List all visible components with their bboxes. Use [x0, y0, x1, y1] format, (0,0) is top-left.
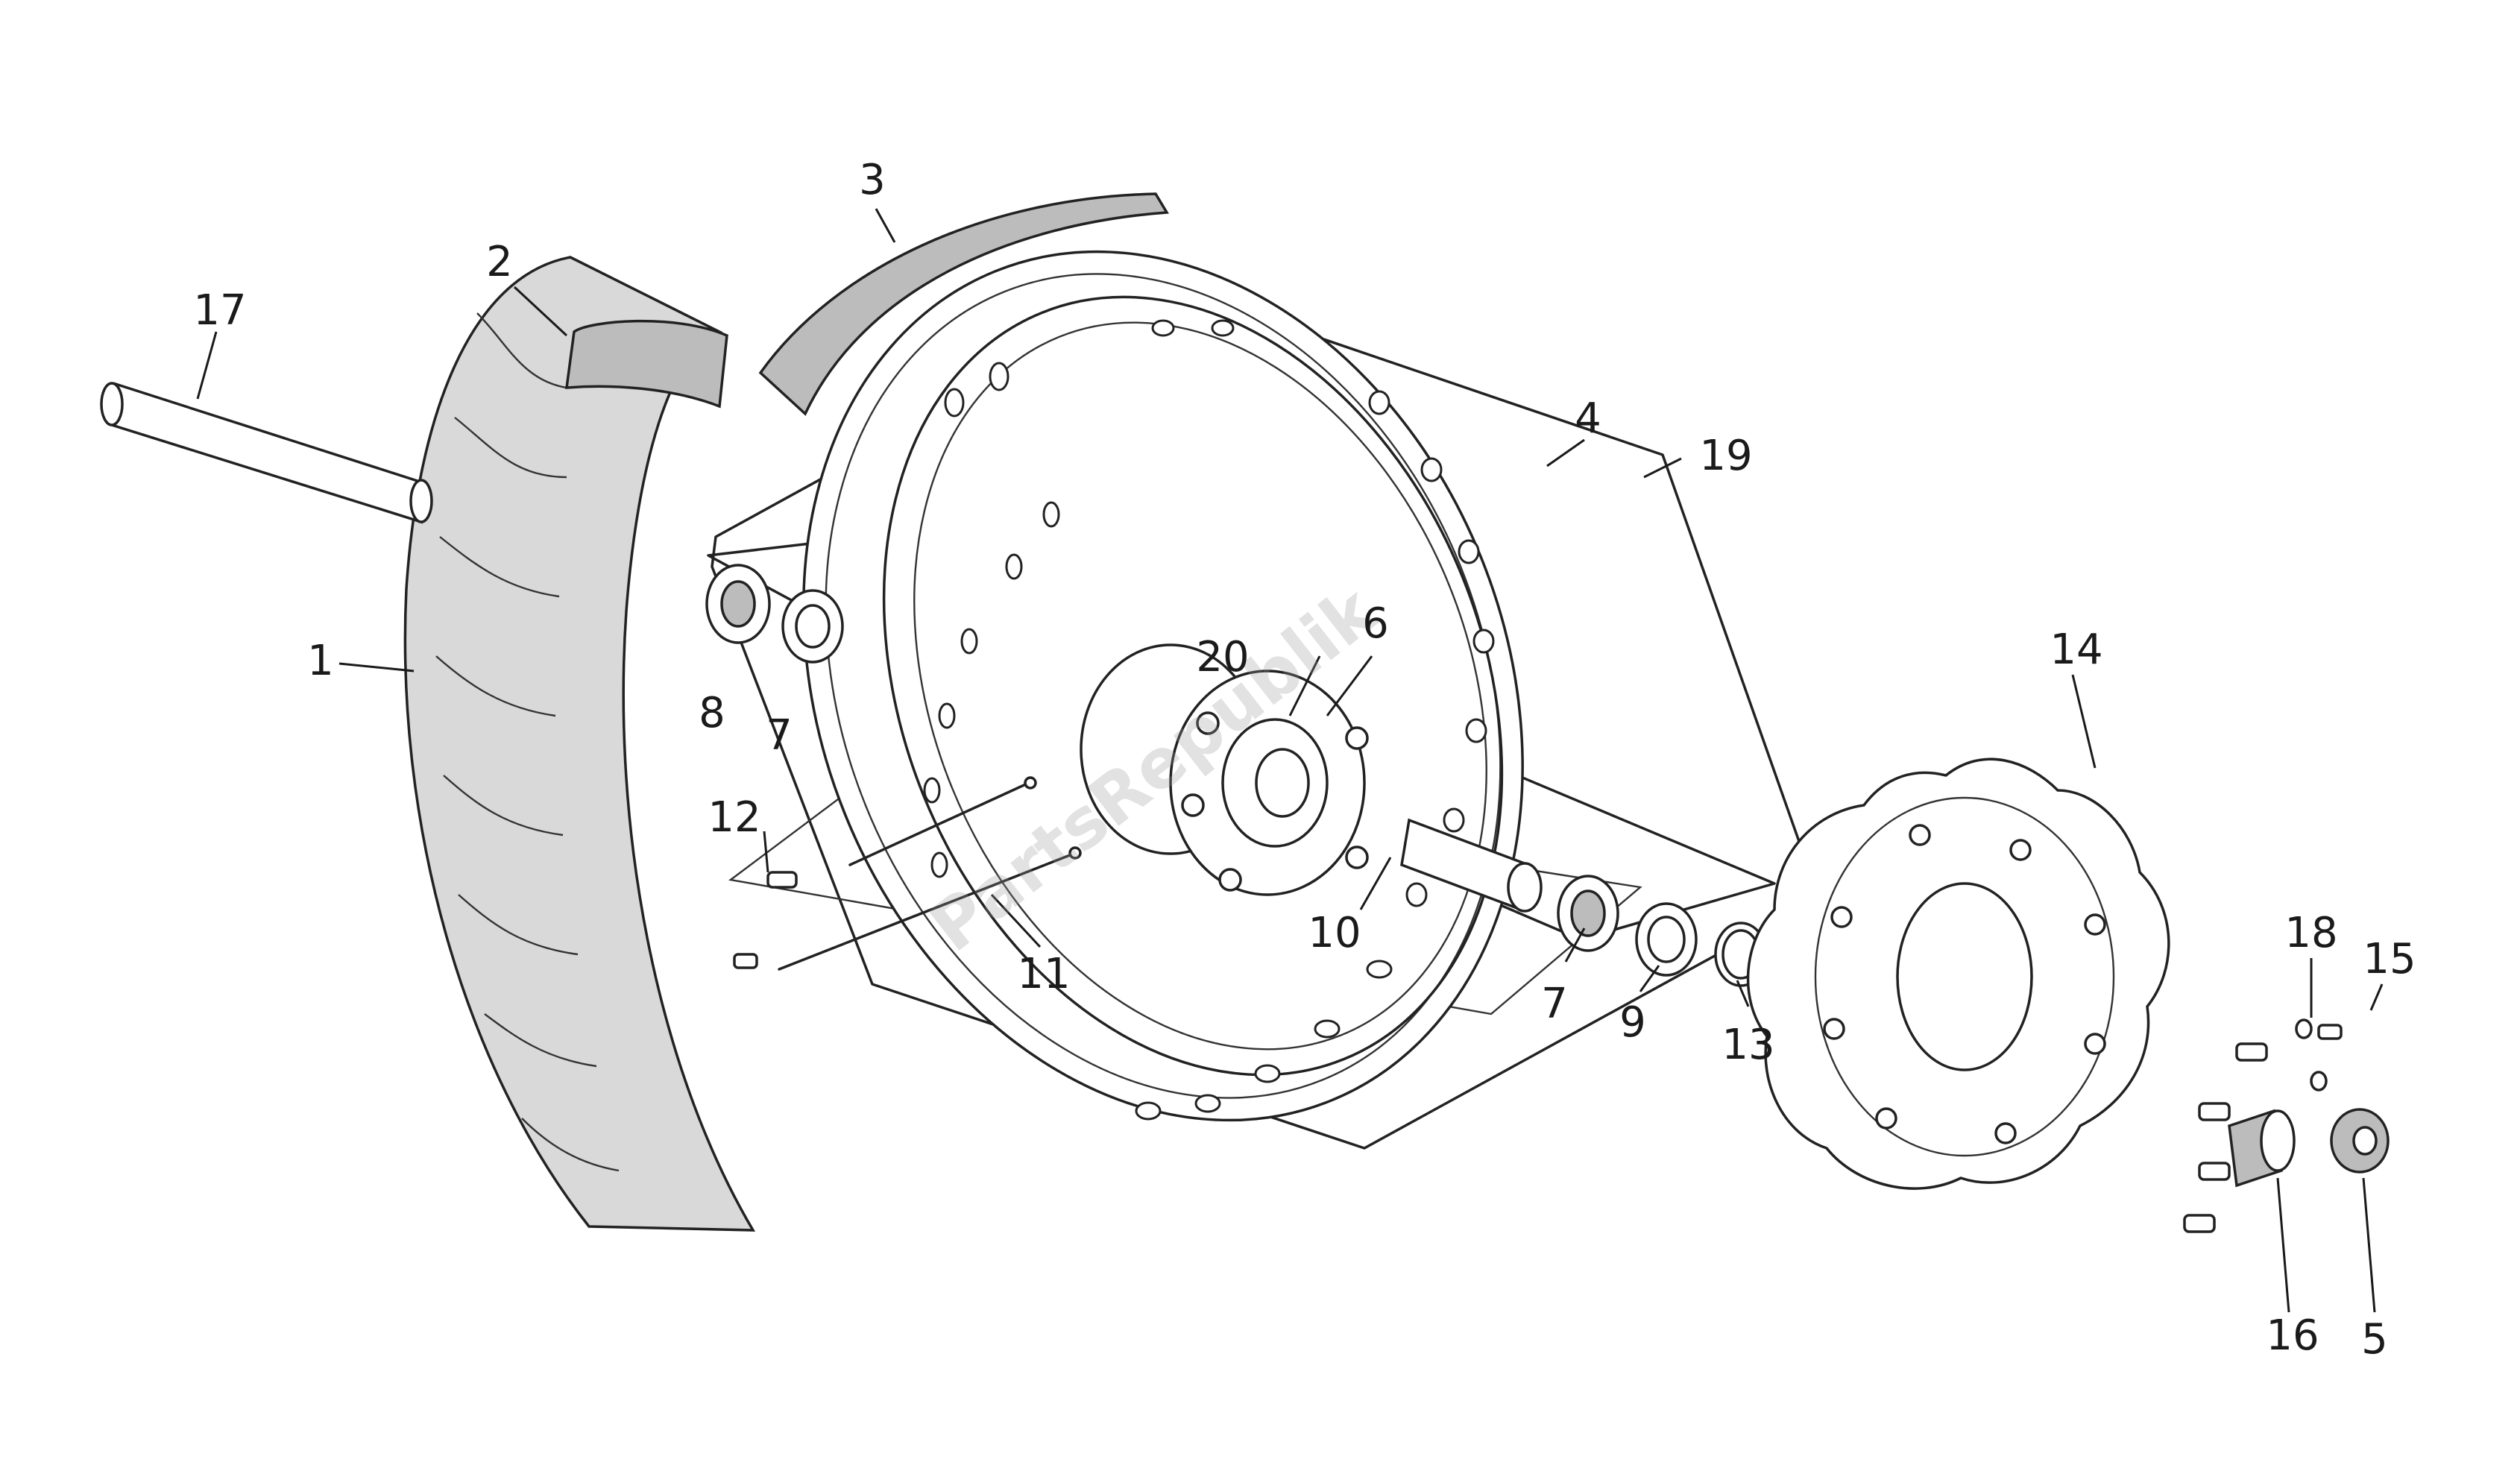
callout-8: 8: [699, 689, 725, 737]
right-bearings: [1557, 875, 1768, 987]
callout-13: 13: [1722, 1021, 1774, 1069]
leader-lines: [196, 208, 2384, 1313]
callout-6: 6: [1362, 599, 1389, 648]
callout-20: 20: [1196, 633, 1249, 681]
callout-1: 1: [307, 637, 334, 685]
callout-10: 10: [1308, 909, 1361, 957]
callout-5: 5: [2361, 1315, 2388, 1364]
callout-14: 14: [2050, 626, 2102, 674]
callout-7a: 7: [766, 711, 793, 760]
callout-12: 12: [708, 793, 760, 842]
callout-9: 9: [1619, 998, 1646, 1047]
rim-band: [564, 319, 728, 409]
callout-11: 11: [1017, 950, 1070, 998]
callout-18: 18: [2284, 909, 2337, 957]
callouts: 1 2 3 4 5 6 7 7 8 9 10 11 12 13 14 15 16…: [193, 156, 2416, 1364]
wheel-hub: [1080, 643, 1369, 896]
callout-3: 3: [859, 156, 886, 204]
brake-disc: [1746, 758, 2170, 1190]
spacer-tube: [1400, 818, 1543, 913]
callout-19: 19: [1699, 432, 1752, 480]
tyre: [403, 256, 756, 1232]
callout-4: 4: [1575, 394, 1601, 443]
spoke-holes: [923, 319, 1495, 1121]
callout-17: 17: [193, 286, 246, 335]
rim-tape: [758, 192, 1169, 416]
callout-2: 2: [486, 238, 513, 286]
valve: [733, 871, 798, 969]
callout-7b: 7: [1541, 980, 1568, 1028]
left-bearings: [705, 564, 844, 664]
spokes: [778, 776, 1082, 971]
callout-15: 15: [2363, 935, 2416, 983]
callout-16: 16: [2266, 1311, 2319, 1360]
axle-shaft: [100, 382, 433, 524]
fasteners: [2183, 1018, 2390, 1233]
